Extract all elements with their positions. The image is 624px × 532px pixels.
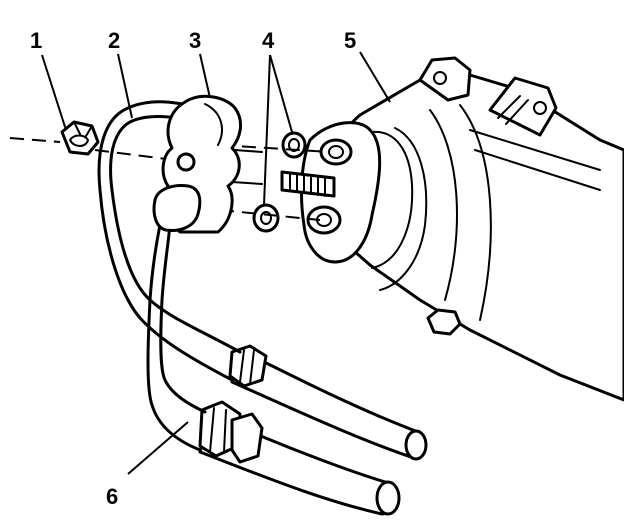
- line-manifold-block: [152, 94, 263, 234]
- flange-nut: [60, 120, 100, 156]
- steel-line-pair: [97, 100, 242, 452]
- callout-2: 2: [108, 28, 120, 53]
- callout-5: 5: [344, 28, 356, 53]
- callout-4: 4: [262, 28, 275, 53]
- pump-housing: [300, 56, 624, 402]
- callout-3: 3: [189, 28, 201, 53]
- hose-assembly: [198, 344, 428, 516]
- leader-lines: [41, 51, 391, 475]
- callout-1: 1: [30, 28, 42, 53]
- callout-6: 6: [106, 484, 118, 509]
- callout-labels: 1 2 3 4 5 6: [30, 28, 356, 509]
